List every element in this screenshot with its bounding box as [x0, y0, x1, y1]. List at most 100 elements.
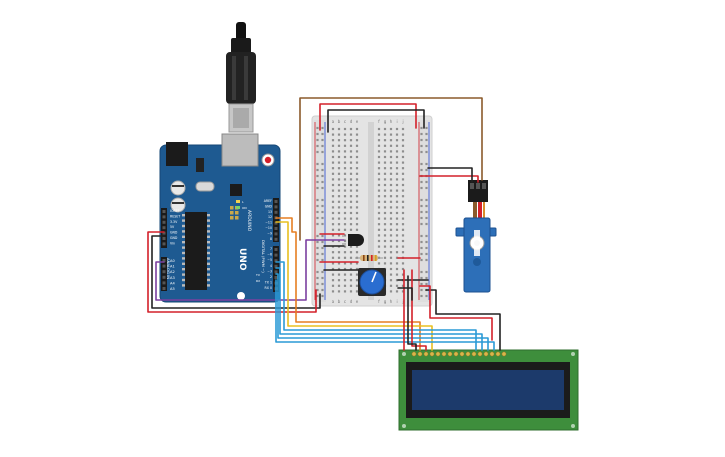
breadboard-hole — [349, 228, 353, 231]
wire-blue-d4[interactable] — [275, 267, 483, 351]
wire-purple-a0[interactable] — [155, 239, 345, 301]
wire-black-lcd-left[interactable] — [407, 275, 417, 351]
lcd-pin — [489, 351, 495, 357]
header-pin — [274, 237, 278, 241]
rail-hole — [425, 162, 428, 166]
breadboard[interactable]: a b c d e f g h i j a b c d e f g h i j — [311, 115, 433, 307]
breadboard-hole — [349, 139, 353, 142]
pin-label: 5V — [170, 225, 175, 229]
breadboard-hole — [395, 262, 399, 265]
breadboard-hole — [337, 267, 341, 271]
pin-label: Vin — [170, 241, 175, 245]
pin-label: 8 — [270, 237, 272, 241]
breadboard-hole — [401, 139, 405, 142]
breadboard-hole — [331, 211, 335, 215]
header-pin — [162, 275, 166, 279]
breadboard-hole — [383, 161, 387, 164]
temperature-sensor[interactable] — [342, 234, 364, 246]
rail-hole — [321, 288, 324, 292]
wire-black-lcd-gnd[interactable] — [425, 289, 501, 351]
lcd-pin — [495, 351, 501, 357]
breadboard-hole — [383, 223, 387, 226]
breadboard-hole — [401, 161, 405, 164]
chip-leg — [207, 278, 210, 282]
wire-red-rail-top[interactable] — [319, 103, 417, 131]
rail-hole — [316, 198, 319, 202]
header-pin — [162, 220, 166, 224]
resistor[interactable] — [355, 255, 383, 261]
breadboard-hole — [389, 251, 393, 254]
wire-orange-d12[interactable] — [275, 217, 421, 351]
breadboard-hole — [401, 172, 405, 175]
rail-hole — [425, 270, 428, 274]
breadboard-hole — [343, 150, 347, 153]
breadboard-hole — [395, 127, 399, 131]
servo-motor[interactable] — [455, 180, 497, 293]
rail-hole — [316, 132, 319, 136]
brand-label: ARDUINO — [246, 210, 252, 232]
breadboard-hole — [355, 223, 359, 226]
analog-pin-labels: A0 A1 A2 A3 A4 A5 — [170, 259, 175, 291]
breadboard-hole — [377, 223, 381, 226]
breadboard-hole — [355, 206, 359, 209]
breadboard-hole — [331, 195, 335, 198]
lcd-display[interactable] — [398, 349, 579, 431]
breadboard-hole — [343, 178, 347, 181]
breadboard-hole — [355, 172, 359, 175]
rail-hole — [321, 204, 324, 208]
wire-black-rail-top[interactable] — [327, 109, 425, 133]
breadboard-hole — [331, 206, 335, 209]
column-letter: e — [356, 299, 359, 304]
wire-black-contrast[interactable] — [397, 287, 413, 301]
breadboard-hole — [395, 167, 399, 170]
rail-hole — [420, 150, 423, 154]
breadboard-hole — [337, 239, 341, 243]
breadboard-hole — [401, 267, 405, 271]
wire-black-servo-ground[interactable] — [427, 167, 473, 183]
wire-brown-servo-signal[interactable] — [299, 97, 483, 241]
rail-hole — [316, 150, 319, 154]
pin-label: ~9 — [267, 231, 272, 235]
pin-label: IOREF — [170, 209, 180, 213]
wire-red-5v[interactable] — [147, 231, 317, 313]
breadboard-hole — [355, 183, 359, 187]
breadboard-hole — [355, 133, 359, 136]
wire-red-lcd-vcc[interactable] — [419, 285, 493, 341]
breadboard-hole — [349, 267, 353, 271]
lcd-pin — [435, 351, 441, 357]
regulator — [196, 158, 204, 172]
rail-hole — [321, 222, 324, 226]
breadboard-hole — [331, 139, 335, 142]
breadboard-hole — [389, 161, 393, 164]
breadboard-hole — [383, 139, 387, 142]
pin-label: GND — [265, 204, 273, 208]
breadboard-hole — [377, 139, 381, 142]
analog-header — [161, 257, 167, 291]
wire-blue-d2[interactable] — [275, 279, 495, 351]
breadboard-hole — [377, 183, 381, 187]
icsp-pin — [235, 216, 239, 220]
breadboard-hole — [395, 245, 399, 248]
rail-hole — [420, 198, 423, 202]
rail-hole — [316, 288, 319, 292]
breadboard-hole — [401, 133, 405, 136]
rail-hole — [420, 282, 423, 286]
wire-red-servo-power[interactable] — [419, 175, 479, 183]
breadboard-hole — [355, 217, 359, 220]
header-pin — [274, 205, 278, 209]
breadboard-hole — [401, 183, 405, 187]
breadboard-hole — [349, 273, 353, 276]
breadboard-hole — [389, 133, 393, 136]
wire-red-lcd-left-2[interactable] — [411, 269, 427, 351]
usb-chip — [230, 184, 242, 196]
wire-blue-d5[interactable] — [275, 261, 477, 351]
breadboard-hole — [331, 239, 335, 243]
rail-hole — [321, 168, 324, 172]
chip-leg — [182, 235, 185, 238]
arduino-uno-board[interactable]: UNO ARDUINO DIGITAL (PWM ~) ANALOG IN L … — [159, 133, 281, 303]
potentiometer[interactable] — [358, 268, 386, 296]
rail-hole — [321, 138, 324, 142]
wire-black-gnd[interactable] — [151, 235, 321, 309]
breadboard-holes[interactable] — [316, 126, 428, 298]
